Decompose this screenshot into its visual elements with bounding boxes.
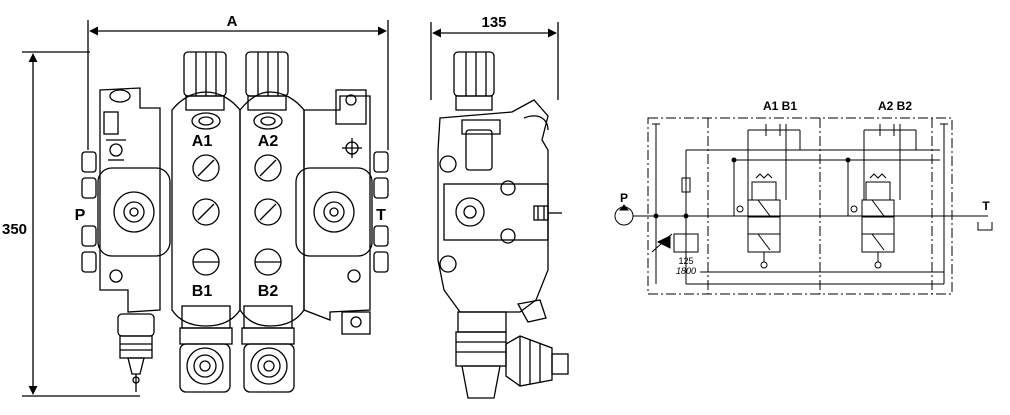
section-2-ports-label: A2 B2 (878, 99, 912, 113)
outlet-block (295, 89, 373, 335)
tank-symbol (944, 215, 993, 231)
pump-symbol (614, 204, 656, 226)
valve-section-1 (171, 51, 241, 393)
dimension-a-label: A (227, 13, 238, 30)
relief-valve (117, 313, 155, 392)
port-a2-label: A2 (258, 133, 279, 150)
spool-section-1 (731, 124, 801, 269)
relief-setting-bottom: 1800 (676, 266, 696, 276)
valve-section-2 (239, 51, 305, 393)
inlet-plugs (81, 151, 97, 273)
relief-valve-symbol (651, 226, 699, 253)
dimension-350 (22, 51, 140, 397)
port-p-label: P (75, 207, 86, 224)
hydraulic-schematic (614, 117, 993, 295)
section-1-ports-label: A1 B1 (763, 99, 797, 113)
tank-label: T (982, 199, 990, 213)
port-b1-label: B1 (192, 283, 213, 300)
side-view (430, 22, 569, 399)
dimension-350-label: 350 (2, 221, 27, 238)
outlet-plugs (373, 151, 389, 273)
dimension-135 (430, 22, 559, 100)
front-view (22, 20, 389, 397)
spool-section-2 (845, 124, 917, 269)
inlet-block (97, 87, 171, 313)
port-a1-label: A1 (192, 133, 213, 150)
pump-label: P (620, 191, 628, 205)
port-t-label: T (376, 207, 386, 224)
port-b2-label: B2 (258, 283, 279, 300)
dimension-135-label: 135 (481, 14, 506, 31)
relief-setting-top: 125 (678, 256, 693, 266)
dimension-a (87, 20, 389, 150)
